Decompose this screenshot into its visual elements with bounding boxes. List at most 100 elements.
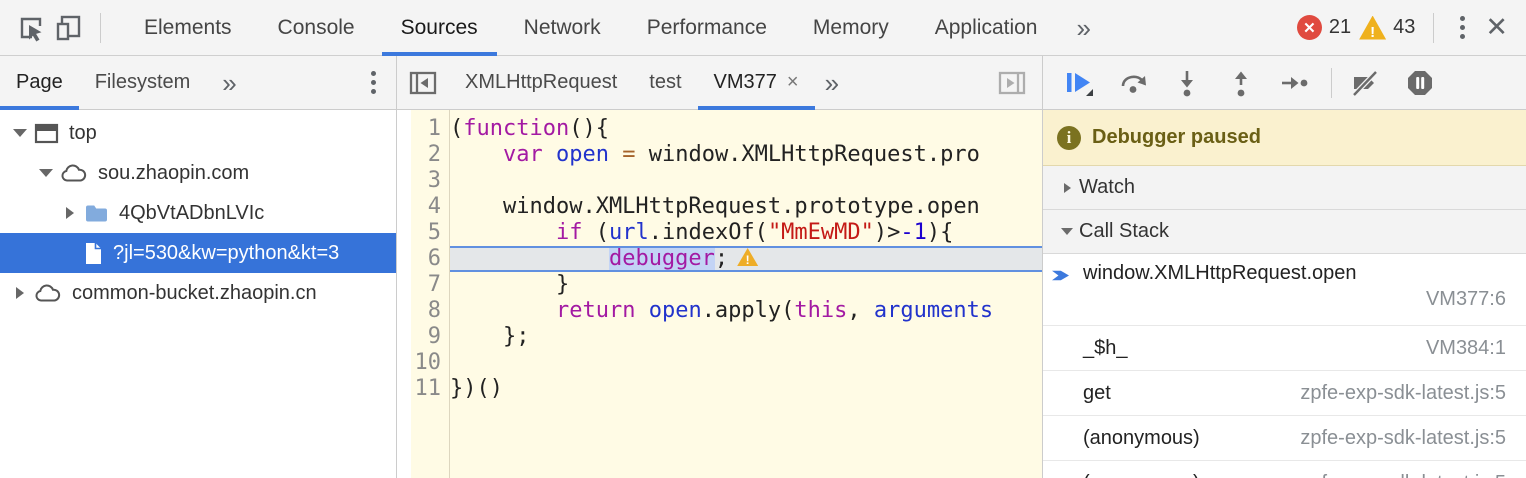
- cloud-icon: [60, 164, 88, 183]
- code-token: window.XMLHttpRequest.prototype.open: [450, 194, 980, 219]
- toolbar-divider: [100, 12, 101, 43]
- code-token: [609, 142, 622, 167]
- line-number[interactable]: 5: [427, 220, 441, 245]
- close-tab-icon[interactable]: ×: [786, 71, 799, 93]
- tree-item-label: top: [69, 121, 97, 144]
- call-stack-frame[interactable]: (anonymous)zpfe-exp-sdk-latest.js:5: [1043, 461, 1526, 478]
- navigator-menu-button[interactable]: [357, 63, 390, 102]
- code-line: 4 window.XMLHttpRequest.prototype.open: [397, 194, 1042, 220]
- deactivate-breakpoints-button[interactable]: [1348, 65, 1384, 101]
- step-out-icon: [1235, 71, 1247, 96]
- toggle-device-toolbar-button[interactable]: [50, 8, 88, 48]
- editor-more-tabs-chevron[interactable]: »: [824, 67, 840, 98]
- line-number[interactable]: 1: [427, 116, 441, 141]
- customize-devtools-menu-button[interactable]: [1446, 8, 1479, 47]
- editor-tab-test[interactable]: test: [649, 71, 682, 93]
- code-token: =: [622, 142, 636, 167]
- step-into-button[interactable]: [1169, 65, 1205, 101]
- code-editor[interactable]: 1 (function(){2 var open = window.XMLHttp…: [397, 110, 1043, 478]
- triangle-down-icon: [34, 169, 58, 177]
- step-over-button[interactable]: [1115, 65, 1151, 101]
- error-count-badge[interactable]: ✕ 21: [1296, 15, 1351, 40]
- navigator-more-tabs-chevron[interactable]: »: [222, 67, 237, 98]
- tree-item[interactable]: 4QbVtADbnLVIc: [0, 193, 396, 233]
- tree-item[interactable]: top: [0, 113, 396, 153]
- code-token: .apply(: [701, 298, 795, 323]
- code-token: arguments: [873, 298, 994, 323]
- code-token: function: [463, 116, 570, 141]
- tree-item[interactable]: common-bucket.zhaopin.cn: [0, 273, 396, 313]
- call-stack-frame[interactable]: (anonymous)zpfe-exp-sdk-latest.js:5: [1043, 416, 1526, 461]
- debugger-toolbar-divider: [1331, 67, 1332, 98]
- step-out-button[interactable]: [1223, 65, 1259, 101]
- triangle-right-icon: [58, 207, 82, 219]
- code-text: debugger;!: [450, 246, 1042, 272]
- resume-script-button[interactable]: [1061, 65, 1097, 101]
- main-tab-application[interactable]: Application: [934, 15, 1038, 39]
- tree-item[interactable]: ?jl=530&kw=python&kt=3: [0, 233, 396, 273]
- main-tab-performance[interactable]: Performance: [646, 15, 767, 39]
- folder-icon: [84, 203, 109, 223]
- code-token: ;: [714, 246, 729, 271]
- code-text: }: [450, 272, 1042, 298]
- main-tab-elements[interactable]: Elements: [144, 15, 232, 39]
- code-token: -1: [900, 220, 927, 245]
- tree-item-label: ?jl=530&kw=python&kt=3: [113, 241, 340, 264]
- navigator-tabs: Page Filesystem: [0, 56, 206, 110]
- code-text: [450, 168, 1042, 194]
- warning-count: 43: [1393, 16, 1416, 38]
- code-text: (function(){: [450, 116, 1042, 142]
- hide-navigator-button[interactable]: [407, 68, 439, 98]
- watch-section-header[interactable]: Watch: [1043, 166, 1526, 210]
- resume-icon: [1067, 72, 1093, 96]
- current-frame-arrow-icon: [1052, 270, 1069, 281]
- tree-item[interactable]: sou.zhaopin.com: [0, 153, 396, 193]
- info-icon: i: [1057, 125, 1081, 150]
- debugger-toolbar: [1043, 56, 1526, 110]
- more-panels-chevron[interactable]: »: [1076, 12, 1091, 43]
- code-token: if: [555, 220, 583, 245]
- line-number[interactable]: 6: [427, 246, 441, 271]
- code-line: 3: [397, 168, 1042, 194]
- step-icon: [1282, 76, 1308, 89]
- line-number[interactable]: 4: [427, 194, 441, 219]
- code-line: 10: [397, 350, 1042, 376]
- step-button[interactable]: [1277, 65, 1313, 101]
- code-line: 2 var open = window.XMLHttpRequest.pro: [397, 142, 1042, 168]
- code-token: [450, 298, 556, 323]
- code-token: var: [502, 142, 543, 167]
- debugger-paused-banner: i Debugger paused: [1043, 110, 1526, 166]
- call-stack-frame[interactable]: _$h_VM384:1: [1043, 326, 1526, 371]
- close-devtools-button[interactable]: ✕: [1485, 12, 1508, 42]
- line-number[interactable]: 10: [414, 350, 442, 375]
- code-text: };: [450, 324, 1042, 350]
- line-number[interactable]: 7: [427, 272, 441, 297]
- code-line: 7 }: [397, 272, 1042, 298]
- main-tab-console[interactable]: Console: [277, 15, 355, 39]
- editor-tab-xmlhttprequest[interactable]: XMLHttpRequest: [465, 71, 618, 93]
- main-tab-network[interactable]: Network: [523, 15, 601, 39]
- step-over-icon: [1121, 75, 1146, 93]
- inspect-element-button[interactable]: [12, 8, 50, 48]
- call-stack-section-header[interactable]: Call Stack: [1043, 210, 1526, 254]
- code-token: debugger: [608, 246, 715, 271]
- pause-on-exceptions-button[interactable]: [1402, 65, 1438, 101]
- show-right-panel-button[interactable]: [996, 68, 1028, 98]
- code-text: window.XMLHttpRequest.prototype.open: [450, 194, 1042, 220]
- main-tab-sources[interactable]: Sources: [378, 0, 501, 56]
- main-tab-memory[interactable]: Memory: [812, 15, 889, 39]
- line-number[interactable]: 2: [427, 142, 441, 167]
- warning-count-badge[interactable]: ! 43: [1359, 15, 1416, 40]
- navigator-tab-page[interactable]: Page: [0, 56, 79, 110]
- frame-function-name: window.XMLHttpRequest.open: [1083, 262, 1357, 284]
- line-number[interactable]: 8: [427, 298, 441, 323]
- navigator-tab-filesystem[interactable]: Filesystem: [94, 71, 191, 93]
- line-number[interactable]: 9: [427, 324, 441, 349]
- line-number[interactable]: 11: [414, 376, 442, 401]
- code-line: 1 (function(){: [397, 116, 1042, 142]
- line-number[interactable]: 3: [427, 168, 441, 193]
- editor-tab-vm377[interactable]: VM377×: [697, 56, 815, 110]
